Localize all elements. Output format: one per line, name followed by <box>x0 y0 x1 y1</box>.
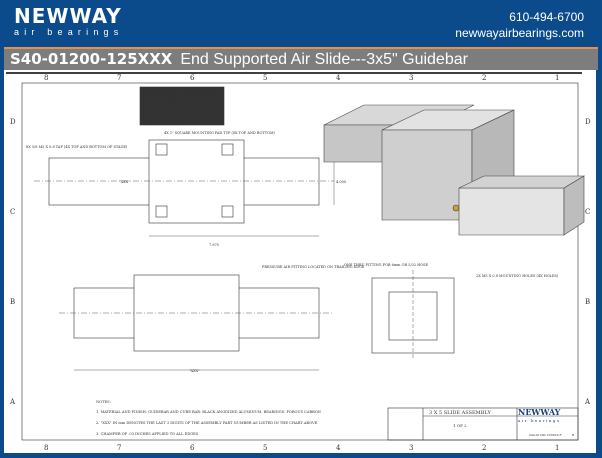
part-description: End Supported Air Slide---3x5" Guidebar <box>180 51 468 68</box>
callout-mounting-pads: 4X 1" SQUARE MOUNTING PAD TYP (8X TOP AN… <box>164 131 276 135</box>
zone-row: A <box>9 398 16 406</box>
sheet-number: 1 OF 2 <box>453 423 467 428</box>
table-cell: 20 <box>148 119 152 123</box>
phone-number: 610-494-6700 <box>509 10 584 24</box>
note-item: 2. "XXX" IN mm DENOTES THE LAST 3 DIGITS… <box>96 421 318 425</box>
zone-col: 7 <box>117 444 121 452</box>
drawing-number: S40-01200-125XXX-F <box>529 433 562 437</box>
drawing-border <box>21 82 579 441</box>
title-block: 3 X 5 SLIDE ASSEMBLY 1 OF 2 S40-01200-12… <box>387 407 579 441</box>
zone-col: 8 <box>44 74 48 82</box>
table-header: STROKE TRAVEL <box>186 87 215 91</box>
website-link[interactable]: newwayairbearings.com <box>455 26 584 40</box>
table-header: "XXX" GUIDE BAR <box>144 87 175 91</box>
zone-row: A <box>584 398 591 406</box>
zone-col: 3 <box>409 444 413 452</box>
dimension-height: 4.000 <box>336 180 346 184</box>
callout-air-fitting: PRESSURE AIR FITTING LOCATED ON TRAILING… <box>262 265 365 269</box>
note-item: 3. CHAMFER OF .03 INCHES APPLIED TO ALL … <box>96 432 199 436</box>
engineering-drawing: 8 7 6 5 4 3 2 1 8 7 6 5 4 3 2 1 D C B A … <box>6 72 591 452</box>
zone-col: 6 <box>190 74 195 82</box>
top-view: 7.875 4.000 "XXX" 8X 5/8 M5 X 0.8 TAP (4… <box>26 131 346 247</box>
stroke-table: "XXX" GUIDE BAR STROKE TRAVEL inches mm … <box>139 86 225 126</box>
table-cell: 12 <box>148 110 152 114</box>
table-cell: 4 <box>190 110 192 114</box>
zone-col: 5 <box>263 74 267 82</box>
zone-col: 7 <box>117 74 121 82</box>
logo-sub-text: air bearings <box>14 27 124 37</box>
zone-ruler-top: 8 7 6 5 4 3 2 1 <box>44 74 559 82</box>
callout-thru-fitting: ONE THRU FITTING FOR 6mm OR 5/32 HOSE <box>344 263 429 267</box>
title-block-logo-sub: air bearings <box>518 418 561 423</box>
zone-row: D <box>10 118 16 126</box>
zone-ruler-bottom: 8 7 6 5 4 3 2 1 <box>44 444 559 452</box>
table-cell: 10 <box>148 101 152 105</box>
zone-col: 4 <box>336 444 341 452</box>
revision: B <box>572 433 575 437</box>
table-cell: 305 <box>168 110 174 114</box>
dimension-width: 7.875 <box>209 243 219 247</box>
newway-logo[interactable]: NEWWAY air bearings <box>14 6 123 38</box>
zone-row: B <box>585 298 590 306</box>
contact-info: 610-494-6700 newwayairbearings.com <box>455 9 584 41</box>
note-item: 1. MATERIAL AND FINISH: GUIDEBAR AND CUB… <box>96 410 321 414</box>
notes: NOTES: 1. MATERIAL AND FINISH: GUIDEBAR … <box>96 400 321 436</box>
zone-row: C <box>10 208 15 216</box>
table-cell: 51 <box>210 101 214 105</box>
callout-tapped-holes: 8X 5/8 M5 X 0.8 TAP (4X TOP AND BOTTOM O… <box>26 145 128 149</box>
table-subheader: inches <box>144 93 155 97</box>
table-cell: 102 <box>210 110 216 114</box>
zone-row: B <box>10 298 15 306</box>
callout-mounting-holes: 2X M5 X 0.8 MOUNTING HOLES (4X HOLES) <box>476 274 559 278</box>
zone-col: 5 <box>263 444 267 452</box>
zone-row: C <box>585 208 590 216</box>
logo-main-text: NEWWAY <box>14 4 122 28</box>
table-cell: 254 <box>168 101 174 105</box>
part-number: S40-01200-125XXX <box>10 50 173 68</box>
table-subheader: mm <box>167 93 173 97</box>
title-block-logo: NEWWAY <box>518 407 561 417</box>
zone-rows: D C B A D C B A <box>9 118 591 406</box>
zone-row: D <box>585 118 591 126</box>
table-subheader: inches <box>186 93 197 97</box>
table-cell: 2 <box>190 101 192 105</box>
zone-col: 2 <box>482 444 486 452</box>
document-title-bar: S40-01200-125XXX End Supported Air Slide-… <box>4 49 598 70</box>
dimension-length: "XXX" <box>189 369 200 373</box>
accent-line <box>4 47 598 49</box>
zone-col: 2 <box>482 74 486 82</box>
zone-col: 4 <box>336 74 341 82</box>
table-cell: 12 <box>190 119 194 123</box>
dimension-length: "XXX" <box>119 180 130 184</box>
table-subheader: mm <box>209 93 215 97</box>
air-fitting-icon <box>452 204 460 212</box>
title-block-title: 3 X 5 SLIDE ASSEMBLY <box>429 410 491 416</box>
side-view: "XXX" PRESSURE AIR FITTING LOCATED ON TR… <box>59 265 365 373</box>
notes-heading: NOTES: <box>96 400 111 404</box>
zone-col: 3 <box>409 74 413 82</box>
table-cell: 305 <box>210 119 216 123</box>
end-view: ONE THRU FITTING FOR 6mm OR 5/32 HOSE 2X… <box>344 263 559 360</box>
zone-col: 1 <box>555 74 559 82</box>
zone-col: 6 <box>190 444 195 452</box>
zone-col: 8 <box>44 444 48 452</box>
site-header: NEWWAY air bearings 610-494-6700 newwaya… <box>0 0 602 48</box>
drawing-sheet: 8 7 6 5 4 3 2 1 8 7 6 5 4 3 2 1 D C B A … <box>4 70 596 453</box>
zone-col: 1 <box>555 444 559 452</box>
isometric-view <box>323 104 586 236</box>
table-cell: 508 <box>168 119 174 123</box>
